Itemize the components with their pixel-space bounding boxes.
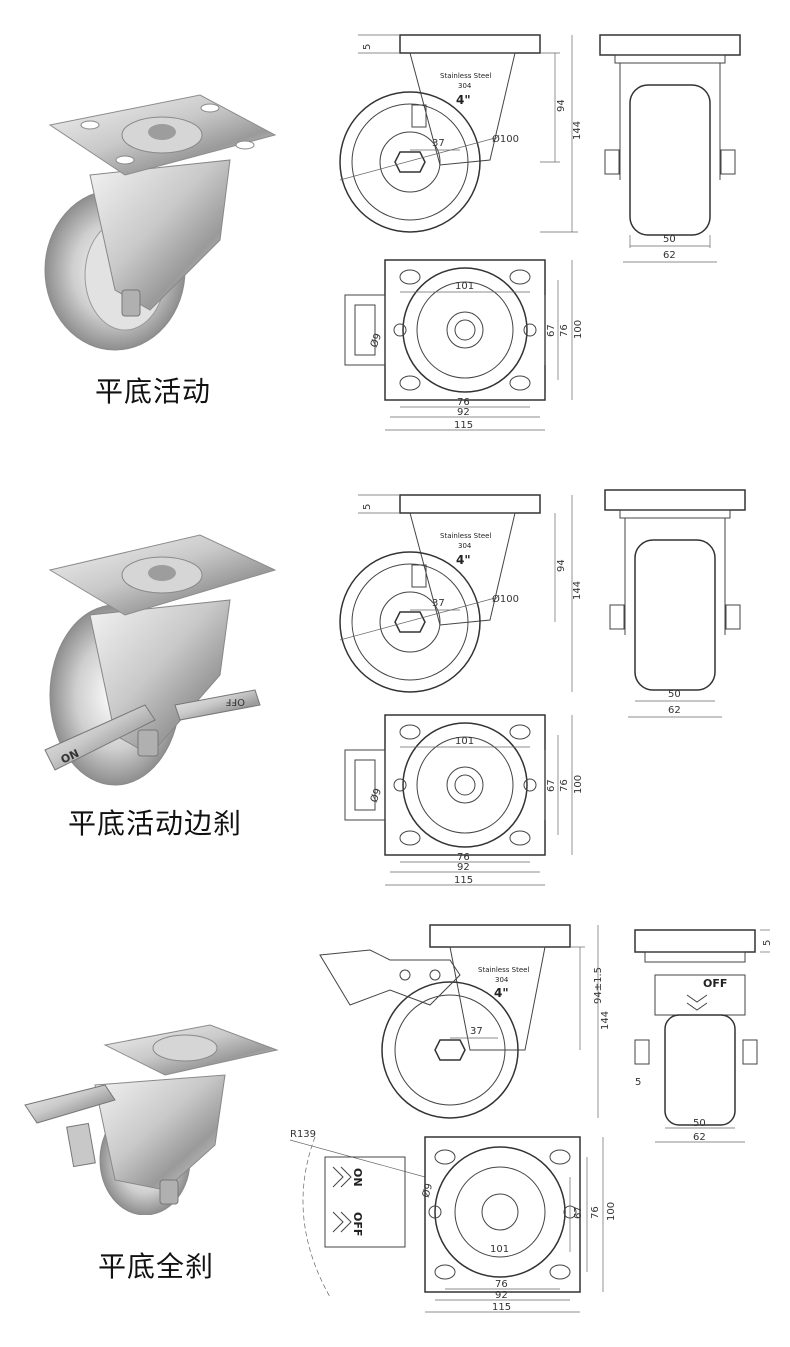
dim-b1-2: 76: [457, 852, 470, 863]
dim-top-2: 5: [362, 504, 373, 510]
dim-height-a-2: 94: [556, 559, 567, 572]
dim-v3-3: 100: [606, 1202, 615, 1221]
dim-v1-3: 67: [573, 1206, 584, 1219]
dim-height-a: 94: [556, 99, 567, 112]
dim-height-b: 144: [572, 121, 583, 140]
dim-b3-3: 115: [492, 1302, 511, 1313]
dim-top: 5: [362, 44, 373, 50]
dim-w-outer-2: 101: [455, 736, 474, 747]
dim-inner: 50: [663, 234, 676, 245]
front-dim-top: 5: [762, 940, 773, 946]
dim-offset: 37: [432, 138, 445, 149]
dim-w-outer-3: 101: [490, 1244, 509, 1255]
dim-inner-2: 50: [668, 689, 681, 700]
plate-view-drawing-2: 101 Ø9 67 76 100 76 92 115: [344, 714, 584, 886]
plate-label-3-2: 304: [495, 976, 509, 984]
dim-outer: 62: [663, 250, 676, 261]
front-view-drawing: 50 62: [599, 34, 741, 263]
plate-label-2-1: Stainless Steel: [440, 532, 491, 540]
section-swivel: 平底活动 5 Stainless Steel 304 4" 37 Ø100 94…: [0, 0, 790, 450]
caster-photo-total-brake: [24, 1024, 279, 1215]
brake-off-label: OFF: [225, 696, 245, 707]
plate-view-drawing-3: R139 ON OFF Ø9 101 67 76 100 76 92 115: [289, 1129, 615, 1313]
plate-label-2-2: 304: [458, 542, 472, 550]
front-view-drawing-3: OFF 5 5 50 62: [634, 929, 773, 1143]
section-total-brake: 平底全刹 Stainless Steel 304 4" 37 94±1.5 14…: [0, 915, 790, 1347]
dim-v2: 76: [559, 324, 570, 337]
plate-label-2-3: 4": [456, 553, 471, 567]
dim-v2-3: 76: [590, 1206, 601, 1219]
dim-diameter: Ø100: [492, 133, 519, 145]
dim-offset-2: 37: [432, 598, 445, 609]
plate-label-1: Stainless Steel: [440, 72, 491, 80]
caption-swivel: 平底活动: [95, 375, 212, 408]
dim-hole-2: Ø9: [368, 787, 384, 804]
caster-photo-side-brake: ON OFF: [44, 534, 277, 786]
dim-v1: 67: [546, 324, 557, 337]
side-view-drawing: 5 Stainless Steel 304 4" 37 Ø100 94 144: [339, 34, 583, 233]
dim-b2: 92: [457, 407, 470, 418]
dim-inner-3: 50: [693, 1118, 706, 1129]
dim-b1: 76: [457, 397, 470, 408]
dim-outer-3: 62: [693, 1132, 706, 1143]
caption-side-brake: 平底活动边刹: [68, 807, 243, 840]
dim-v3: 100: [573, 320, 584, 339]
dim-v2-2: 76: [559, 779, 570, 792]
dim-hole-3: Ø9: [420, 1182, 435, 1199]
section-side-brake: ON OFF 平底活动边刹 5 Stainless Steel 304 4" 3…: [0, 470, 790, 910]
dim-height-a-3: 94±1.5: [593, 967, 604, 1004]
dim-b2-2: 92: [457, 862, 470, 873]
caption-total-brake: 平底全刹: [98, 1250, 215, 1283]
side-view-drawing-2: 5 Stainless Steel 304 4" 37 Ø100 94 144: [339, 494, 583, 693]
front-off-label: OFF: [703, 977, 727, 990]
dim-diameter-2: Ø100: [492, 593, 519, 605]
dim-height-b-3: 144: [600, 1011, 610, 1030]
front-view-drawing-2: 50 62: [604, 489, 746, 718]
plate-view-drawing: 101 Ø9 67 76 100 76 92 115: [344, 259, 584, 431]
plate-label-3-3: 4": [494, 986, 509, 1000]
side-view-drawing-3: Stainless Steel 304 4" 37 94±1.5 144: [319, 924, 610, 1119]
dim-offset-3: 37: [470, 1026, 483, 1037]
dim-b2-3: 92: [495, 1290, 508, 1301]
plate-label-2: 304: [458, 82, 472, 90]
dim-v3-2: 100: [573, 775, 584, 794]
dim-w-outer: 101: [455, 281, 474, 292]
dim-b1-3: 76: [495, 1279, 508, 1290]
dim-radius: R139: [290, 1129, 316, 1140]
dim-b3-2: 115: [454, 875, 473, 886]
dim-outer-2: 62: [668, 705, 681, 716]
dim-b3: 115: [454, 420, 473, 431]
plate-label-3: 4": [456, 93, 471, 107]
dim-v1-2: 67: [546, 779, 557, 792]
dim-hole: Ø9: [368, 332, 384, 349]
plate-label-3-1: Stainless Steel: [478, 966, 529, 974]
tread-on-label: ON: [351, 1168, 364, 1187]
front-dim-left: 5: [635, 1077, 641, 1088]
caster-photo-swivel: [44, 94, 277, 351]
tread-off-label: OFF: [351, 1212, 364, 1236]
dim-height-b-2: 144: [572, 581, 583, 600]
